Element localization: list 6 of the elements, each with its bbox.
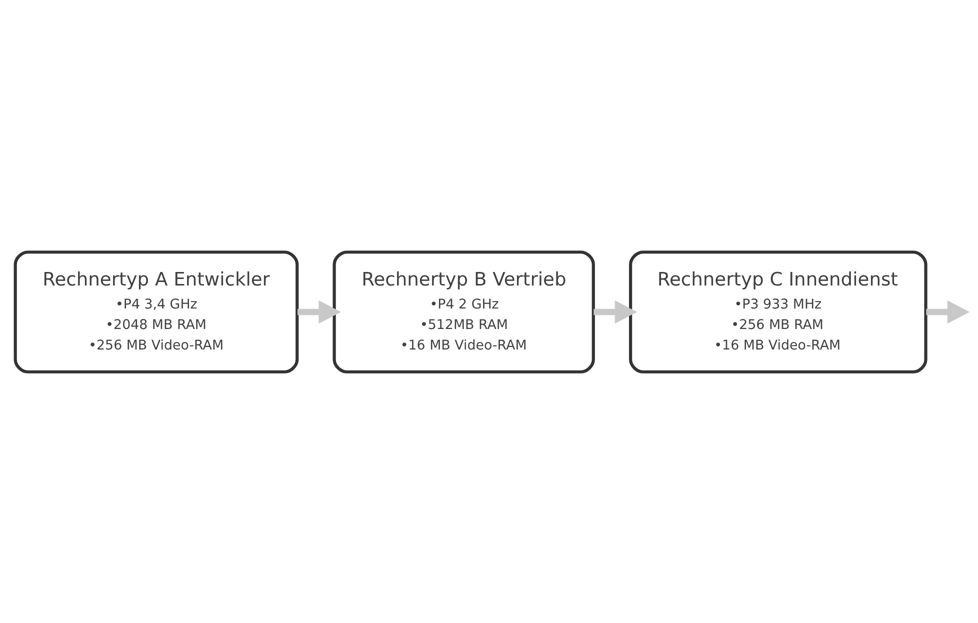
node-box: Rechnertyp B Vertrieb •P4 2 GHz •512MB RAM •16 MB Video-RAM (332, 250, 594, 373)
node-box: Rechnertyp C Innendienst •P3 933 MHz •256 MB RAM •16 MB Video-RAM (628, 250, 927, 373)
node-box: Rechnertyp A Entwickler •P4 3,4 GHz •2048 MB RAM •256 MB Video-RAM (13, 250, 298, 373)
arrow (297, 300, 340, 324)
arrow (926, 300, 970, 324)
arrow (593, 300, 636, 324)
